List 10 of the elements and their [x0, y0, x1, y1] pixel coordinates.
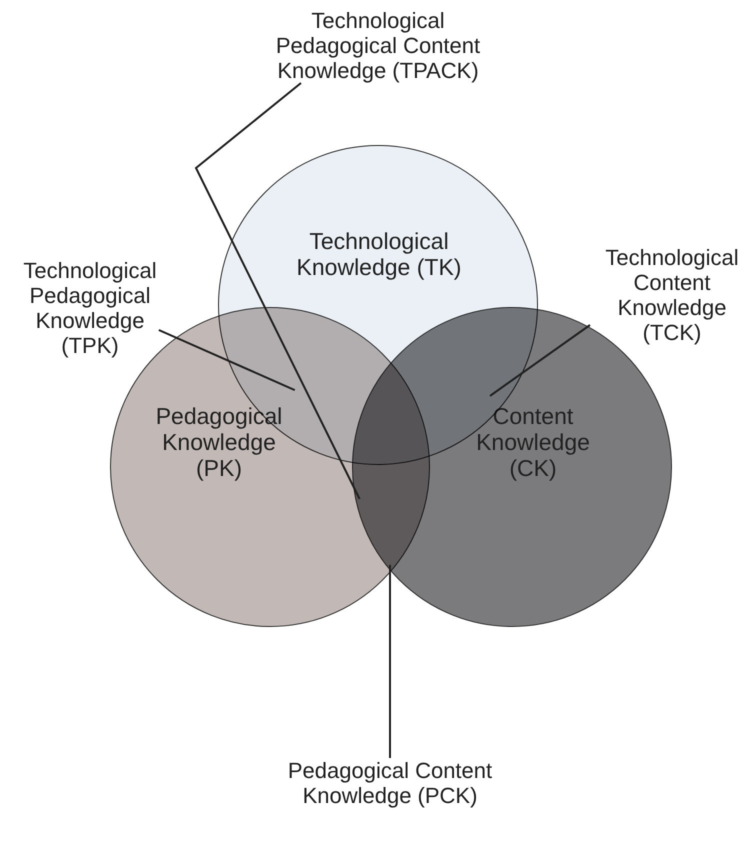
leader-line [389, 564, 391, 758]
leader-line [194, 82, 360, 500]
callout-label: Pedagogical Content Knowledge (PCK) [250, 758, 530, 808]
circle-label: Technological Knowledge (TK) [296, 228, 462, 280]
leader-line [489, 324, 591, 397]
callout-label: Technological Pedagogical Knowledge (TPK) [4, 258, 176, 358]
circle-label: Content Knowledge (CK) [475, 403, 591, 481]
callout-label: Technological Content Knowledge (TCK) [590, 245, 754, 345]
callout-label: Technological Pedagogical Content Knowledge (TPACK) [268, 8, 488, 83]
leader-line [158, 329, 296, 392]
